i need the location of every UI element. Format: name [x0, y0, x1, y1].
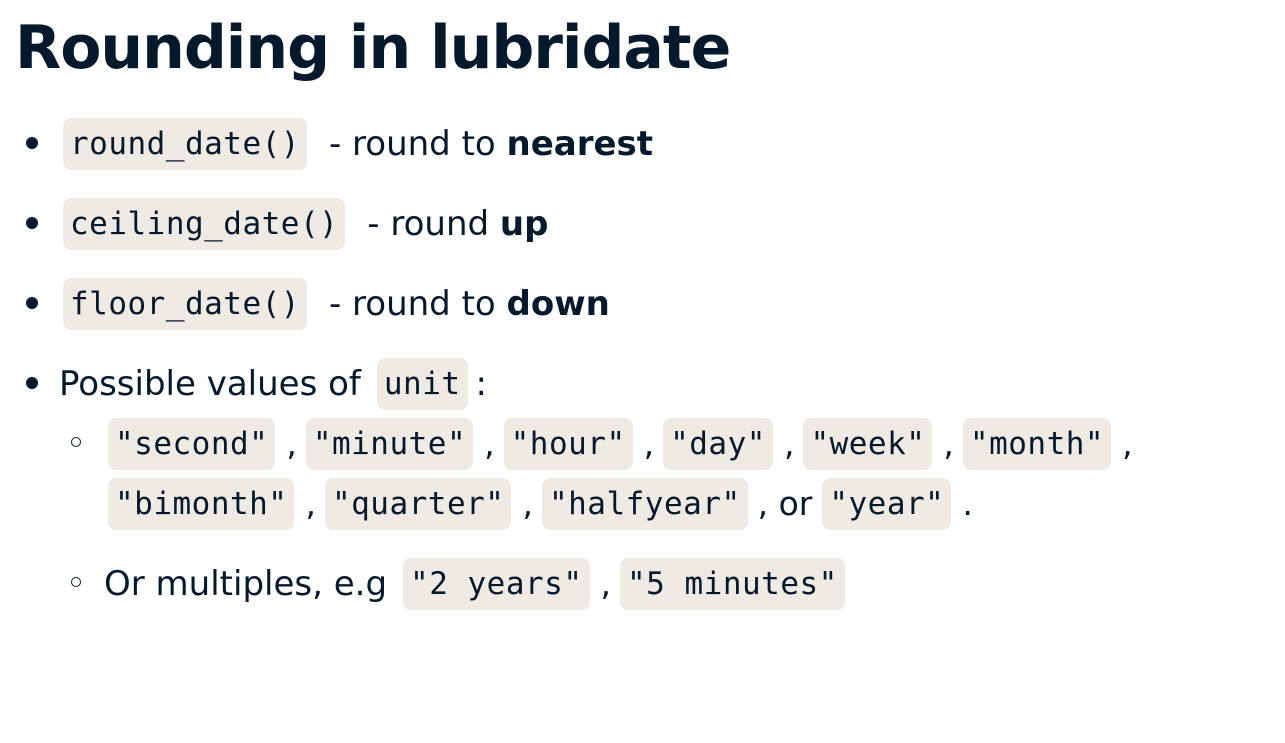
- description-text: - round to down: [329, 278, 610, 330]
- unit-value: "minute": [305, 418, 474, 470]
- or-separator: , or: [757, 484, 813, 523]
- bullet-dot: [26, 377, 38, 389]
- description-text: - round up: [367, 198, 548, 250]
- bullet-dot: [26, 297, 38, 309]
- colon: :: [475, 364, 488, 404]
- description-plain: - round: [367, 204, 500, 244]
- slide-title: Rounding in lubridate: [15, 13, 731, 83]
- code-round-date: round_date(): [63, 118, 307, 170]
- description-text: - round to nearest: [329, 118, 653, 170]
- unit-value: "bimonth": [108, 478, 295, 530]
- comma: ,: [943, 424, 954, 463]
- unit-value: "day": [663, 418, 773, 470]
- comma: ,: [484, 424, 495, 463]
- code-ceiling-date: ceiling_date(): [63, 198, 346, 250]
- code-floor-date: floor_date(): [63, 278, 307, 330]
- multiples-line: Or multiples, e.g "2 years" , "5 minutes…: [104, 558, 845, 610]
- comma: ,: [783, 424, 795, 463]
- multiple-example: "5 minutes": [620, 558, 845, 610]
- list-item-floor-date: floor_date() - round to down: [63, 278, 610, 330]
- multiple-example: "2 years": [403, 558, 590, 610]
- comma: ,: [305, 484, 316, 523]
- description-bold: up: [499, 204, 549, 244]
- description-bold: down: [506, 284, 610, 324]
- sub-bullet-circle: [71, 437, 81, 447]
- description-bold: nearest: [506, 124, 654, 164]
- description-plain: - round to: [328, 124, 507, 164]
- comma: ,: [643, 424, 655, 463]
- unit-value: "year": [822, 478, 952, 530]
- comma: ,: [1122, 424, 1133, 463]
- unit-value: "quarter": [324, 478, 512, 530]
- list-item-possible-values: Possible values of unit :: [59, 358, 487, 410]
- period: .: [962, 484, 973, 523]
- unit-value: "week": [803, 418, 933, 470]
- sub-bullet-circle: [71, 577, 81, 587]
- unit-values-line-1: "second" , "minute" , "hour" , "day" , "…: [108, 418, 1142, 470]
- bullet-dot: [26, 217, 38, 229]
- unit-value: "month": [962, 418, 1112, 470]
- unit-value: "second": [108, 418, 276, 470]
- unit-value: "hour": [503, 418, 633, 470]
- unit-value: "halfyear": [541, 478, 748, 530]
- description-plain: - round to: [328, 284, 507, 324]
- multiples-label: Or multiples, e.g: [104, 564, 388, 604]
- code-unit: unit: [376, 358, 468, 410]
- list-item-ceiling-date: ceiling_date() - round up: [63, 198, 548, 250]
- comma: ,: [600, 564, 612, 603]
- unit-values-line-2: "bimonth" , "quarter" , "halfyear" , or …: [108, 478, 982, 530]
- comma: ,: [522, 484, 533, 523]
- list-item-round-date: round_date() - round to nearest: [63, 118, 653, 170]
- possible-values-label: Possible values of: [59, 364, 361, 404]
- comma: ,: [286, 424, 297, 463]
- bullet-dot: [26, 137, 38, 149]
